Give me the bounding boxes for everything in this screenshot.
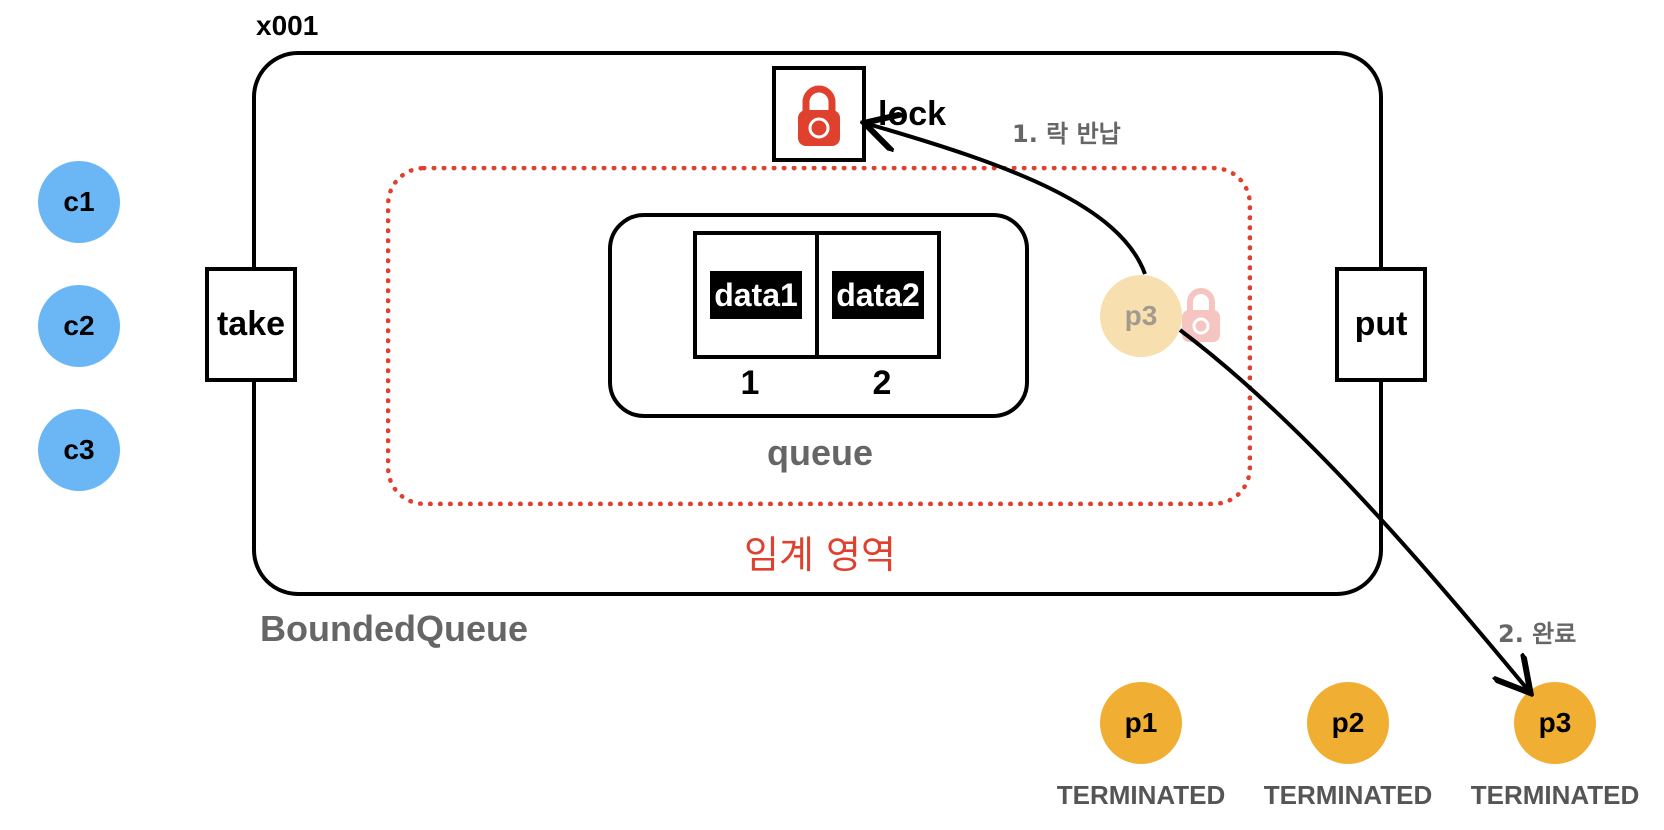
queue-slot: data2 bbox=[815, 231, 941, 359]
consumer-thread: c2 bbox=[38, 285, 120, 367]
queue-slot-value: data2 bbox=[832, 271, 924, 319]
complete-arrow bbox=[1178, 328, 1528, 690]
queue-slot-value: data1 bbox=[710, 271, 802, 319]
producer-thread: p2 bbox=[1307, 682, 1389, 764]
class-name-label: BoundedQueue bbox=[260, 608, 528, 649]
put-method-box: put bbox=[1335, 267, 1427, 382]
queue-label: queue bbox=[766, 432, 873, 473]
producer-status: TERMINATED bbox=[1056, 780, 1226, 810]
producer-thread-faded: p3 bbox=[1100, 275, 1182, 357]
put-method-label: put bbox=[1354, 305, 1408, 343]
consumer-thread: c1 bbox=[38, 161, 120, 243]
queue-slot-index: 2 bbox=[872, 364, 892, 402]
step-2-label: 2. 완료 bbox=[1498, 620, 1577, 648]
producer-thread: p1 bbox=[1100, 682, 1182, 764]
queue-slot: data1 bbox=[693, 231, 819, 359]
queue-box bbox=[608, 213, 1029, 418]
consumer-thread: c3 bbox=[38, 409, 120, 491]
return-lock-arrow bbox=[868, 124, 1147, 275]
faded-lock-icon bbox=[1182, 288, 1220, 342]
instance-id: x001 bbox=[256, 10, 319, 41]
producer-status: TERMINATED bbox=[1263, 780, 1433, 810]
lock-icon bbox=[798, 85, 840, 146]
producer-status: TERMINATED bbox=[1470, 780, 1640, 810]
critical-section-label: 임계 영역 bbox=[744, 533, 896, 577]
critical-section-box bbox=[386, 166, 1252, 506]
take-method-label: take bbox=[216, 305, 286, 343]
step-1-label: 1. 락 반납 bbox=[1012, 120, 1121, 148]
lock-box bbox=[772, 66, 866, 162]
take-method-box: take bbox=[205, 267, 297, 382]
queue-slot-index: 1 bbox=[740, 364, 760, 402]
